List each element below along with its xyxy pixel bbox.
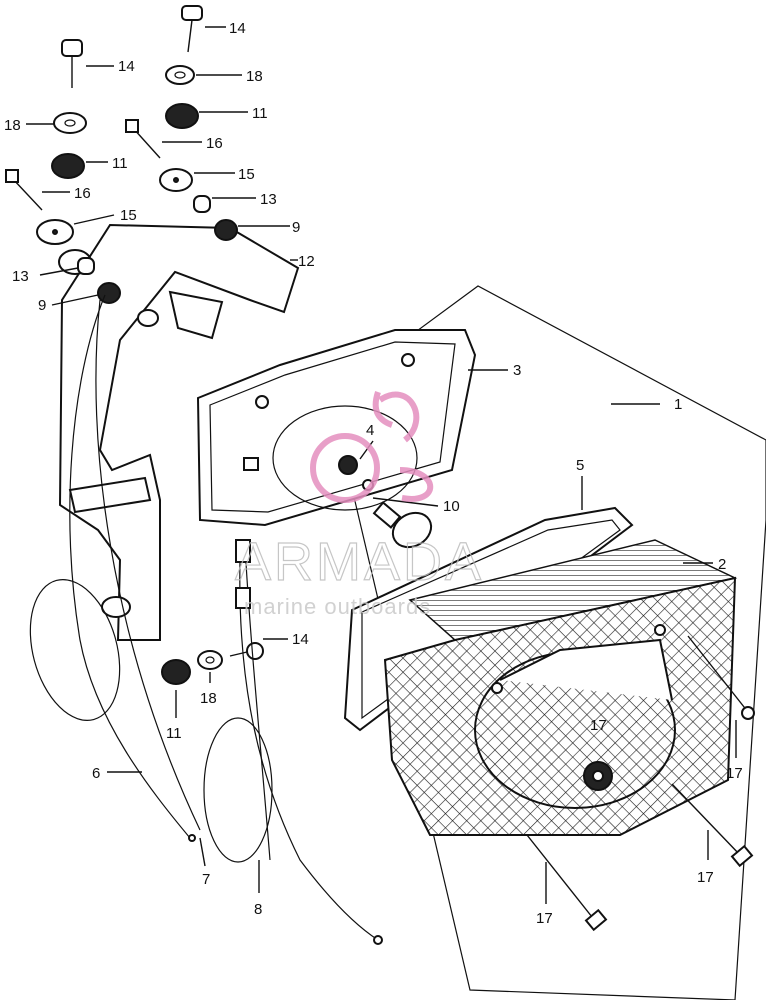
callout-15-mid: 15 (120, 207, 137, 224)
watermark: ARMADA marine outboards (234, 391, 484, 619)
callout-1: 1 (674, 396, 682, 413)
callout-6: 6 (92, 765, 100, 782)
fasteners (5, 5, 264, 685)
wires (29, 294, 383, 945)
lens-2 (383, 539, 738, 836)
callout-7: 7 (202, 871, 210, 888)
screws-17 (526, 635, 755, 932)
callout-11-top: 11 (252, 105, 268, 122)
callout-8: 8 (254, 901, 262, 918)
callout-18-low: 18 (200, 690, 217, 707)
assembly-outline (329, 285, 766, 1000)
callout-9-top: 9 (292, 219, 300, 236)
callout-15-top: 15 (238, 166, 255, 183)
callout-5: 5 (576, 457, 584, 474)
armada-logo-icon (310, 391, 434, 503)
callout-17-center: 17 (590, 717, 607, 734)
callout-12: 12 (298, 253, 315, 270)
callout-13-left: 13 (12, 268, 29, 285)
callout-11-mid: 11 (112, 155, 128, 172)
callout-16-top: 16 (206, 135, 223, 152)
callout-17-lower-right: 17 (697, 869, 714, 886)
callout-4: 4 (366, 422, 374, 439)
callout-10: 10 (443, 498, 460, 515)
callout-3: 3 (513, 362, 521, 379)
bulb-10 (372, 501, 433, 549)
bracket-12 (58, 223, 300, 641)
callout-18-top: 18 (246, 68, 263, 85)
callout-17-bottom: 17 (536, 910, 553, 927)
callout-13-top: 13 (260, 191, 277, 208)
callout-18-mid: 18 (4, 117, 21, 134)
callout-labels: 1 2 3 4 5 6 7 8 9 9 10 11 11 11 12 13 13… (4, 20, 743, 927)
callout-14-mid: 14 (118, 58, 135, 75)
leader-lines (26, 26, 737, 904)
callout-11-low: 11 (166, 725, 182, 742)
callout-14-top: 14 (229, 20, 246, 37)
lens-rim-3 (196, 329, 477, 527)
callout-16-mid: 16 (74, 185, 91, 202)
callout-2: 2 (718, 556, 726, 573)
watermark-tagline: marine outboards (244, 594, 431, 619)
watermark-brand: ARMADA (235, 532, 484, 592)
callout-17-right: 17 (726, 765, 743, 782)
callout-14-low: 14 (292, 631, 309, 648)
callout-9-left: 9 (38, 297, 46, 314)
